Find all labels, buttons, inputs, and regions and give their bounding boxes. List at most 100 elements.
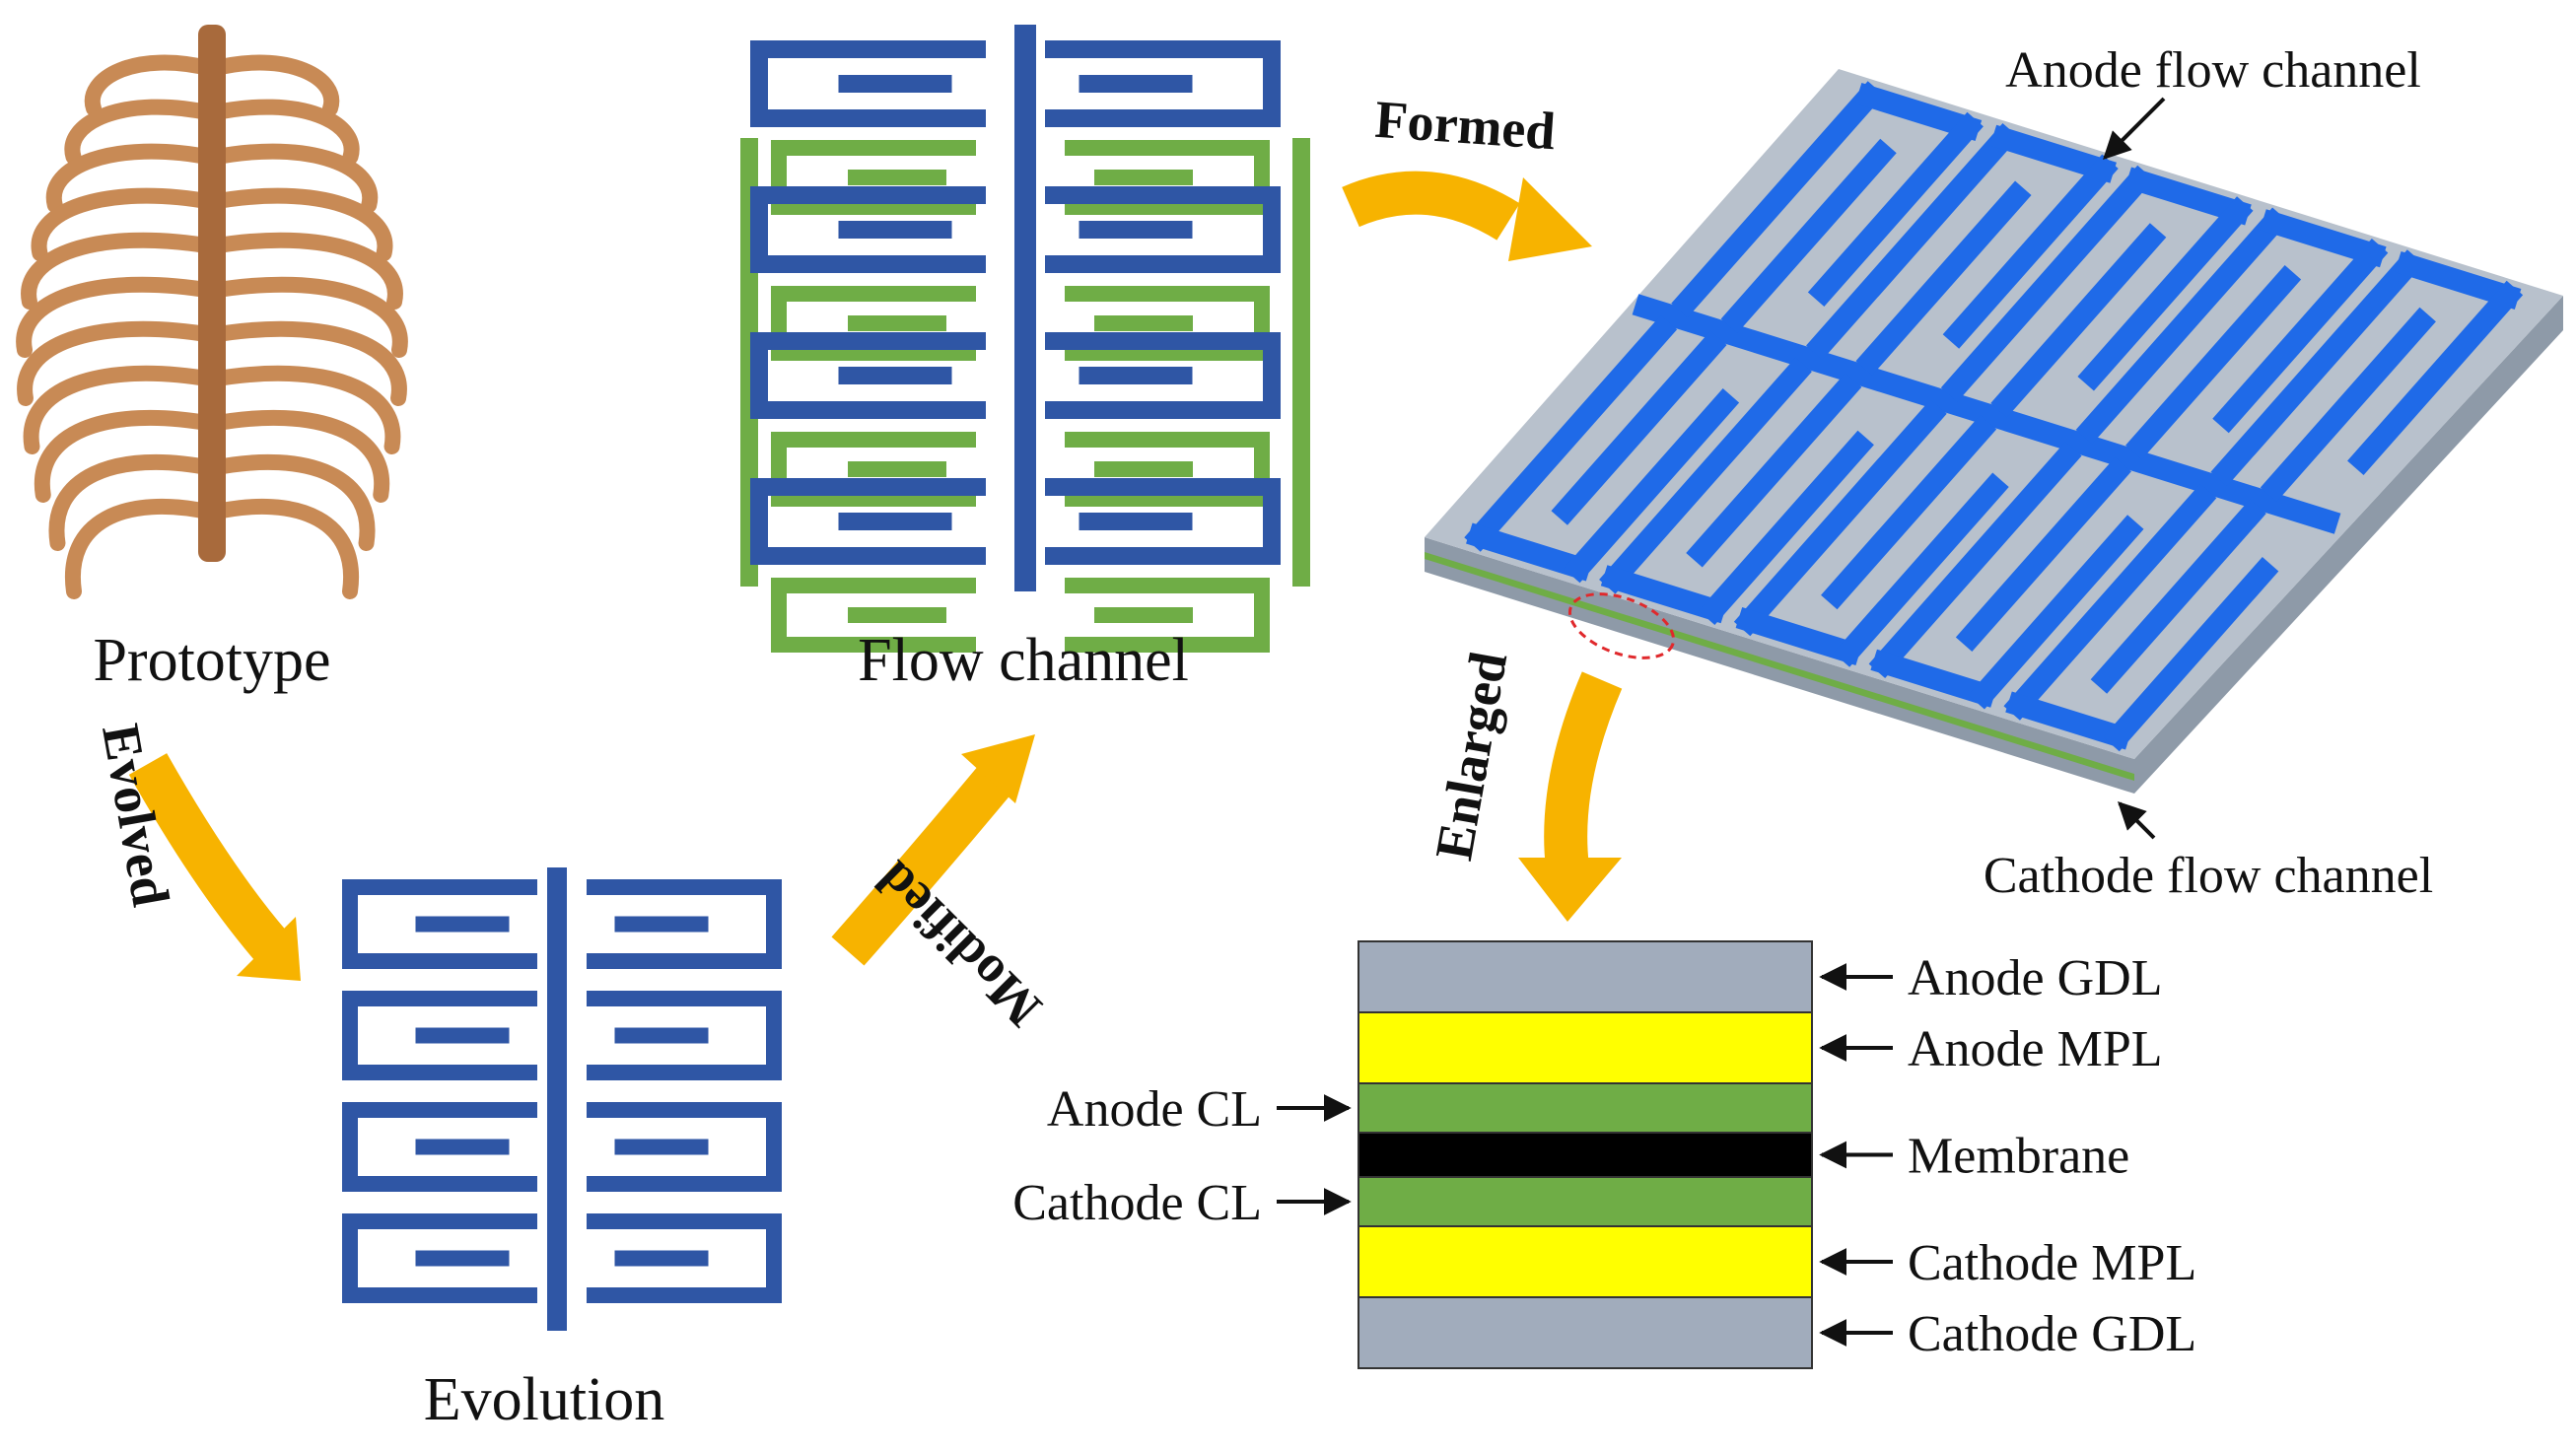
plate-hook — [1466, 522, 1593, 582]
formed-text: Formed — [1373, 90, 1558, 162]
plate-hook — [1564, 387, 1740, 584]
formed-arrow — [1342, 171, 1592, 261]
green-hook-left — [771, 286, 976, 361]
anode-callout-arrow — [2103, 97, 2166, 160]
blue-hook-right — [1045, 186, 1281, 273]
plate-hook — [1870, 649, 1997, 708]
ribcage-icon — [16, 25, 408, 599]
plate-hook — [2210, 249, 2424, 487]
rib-left — [45, 143, 220, 213]
plate-hook — [1600, 565, 1728, 624]
plate-hook — [2103, 556, 2279, 752]
plate-hook — [1855, 180, 2032, 376]
layer-label: Anode MPL — [1908, 1021, 2163, 1077]
plate-hook — [2075, 207, 2289, 445]
rib-left — [31, 187, 220, 261]
evolution-flow-field — [342, 867, 782, 1331]
rib-right — [204, 54, 340, 116]
rib-right — [204, 232, 403, 310]
layer-anode-cl — [1358, 1082, 1813, 1134]
prototype-label: Prototype — [93, 627, 330, 694]
rib-left — [48, 453, 220, 551]
green-hook-right — [1065, 286, 1270, 361]
plate-hook — [1698, 430, 1874, 626]
plate-hook — [1990, 223, 2167, 418]
layer-cathode-gdl — [1358, 1296, 1813, 1369]
evolution-label: Evolution — [424, 1366, 665, 1433]
anode-flow-channel-label: Anode flow channel — [2005, 42, 2421, 99]
layer-label: Anode GDL — [1908, 950, 2163, 1006]
modified-text: Modified — [865, 850, 1053, 1038]
cathode-callout-arrow — [2118, 801, 2156, 840]
plate-hook — [2260, 209, 2387, 268]
blue-hook-right — [1045, 478, 1281, 565]
evolved-arrow — [128, 753, 301, 981]
green-hook-right — [1065, 432, 1270, 507]
plate-side — [1425, 296, 2563, 794]
plate-hook — [1733, 399, 1947, 637]
plate-hook — [1821, 414, 1997, 610]
plate-hook — [2347, 280, 2524, 476]
plate-hook — [2260, 307, 2436, 503]
rib-right — [204, 498, 360, 599]
rib-right — [204, 99, 360, 165]
modified-arrow — [831, 734, 1035, 966]
rib-left — [16, 276, 220, 358]
evolution-hook-right — [587, 1102, 782, 1192]
rib-left — [34, 409, 220, 503]
plate-hook — [1833, 472, 2009, 667]
blue-hook-left — [750, 186, 986, 273]
plate-hook — [2005, 691, 2132, 750]
rib-right — [204, 276, 408, 358]
layer-label: Cathode CL — [1012, 1175, 1262, 1231]
green-hook-right — [1065, 578, 1270, 653]
blue-hook-left — [750, 332, 986, 419]
evolution-hook-left — [342, 1213, 537, 1303]
plate-hook — [2212, 238, 2389, 434]
plate-hook — [2395, 250, 2522, 311]
flow-channel-diagram — [740, 25, 1310, 653]
rib-right — [204, 365, 401, 454]
cathode-flow-channel-label: Cathode flow channel — [1984, 848, 2433, 904]
layer-label: Cathode GDL — [1908, 1306, 2196, 1362]
layer-label: Membrane — [1908, 1129, 2129, 1185]
plate-hook — [2125, 264, 2302, 460]
plate-hook — [2003, 483, 2217, 721]
layer-label: Cathode MPL — [1908, 1235, 2196, 1291]
rib-right — [204, 320, 407, 406]
evolution-hook-left — [342, 1102, 537, 1192]
plate-hook — [1671, 81, 1885, 318]
green-hook-left — [771, 578, 976, 653]
plate-hook — [1942, 154, 2119, 349]
layer-membrane — [1358, 1132, 1813, 1178]
layer-anode-gdl — [1358, 940, 1813, 1013]
rib-left — [64, 99, 220, 165]
evolution-hook-left — [342, 991, 537, 1080]
plate-hook — [1464, 314, 1678, 552]
layer-cathode-cl — [1358, 1176, 1813, 1227]
fuel-cell-plate-3d-icon — [1425, 69, 2563, 794]
blue-hook-right — [1045, 332, 1281, 419]
blue-hook-left — [750, 478, 986, 565]
flow-channel-label: Flow channel — [858, 627, 1189, 694]
spine — [198, 25, 226, 562]
plate-hook — [1868, 441, 2082, 679]
plate-hook — [1806, 122, 2019, 361]
plate-hook — [1599, 357, 1812, 594]
layer-anode-mpl — [1358, 1011, 1813, 1084]
plate-hook — [1989, 124, 2117, 183]
green-hook-left — [771, 432, 976, 507]
rib-right — [204, 453, 376, 551]
plate-spine — [1632, 294, 2341, 534]
rib-right — [204, 187, 393, 261]
blue-hook-right — [1045, 40, 1281, 127]
rib-right — [204, 143, 379, 213]
plate-hook — [1551, 330, 1727, 525]
rib-left — [64, 498, 220, 599]
plate-hook — [1940, 165, 2154, 402]
plate-green-layer — [1425, 552, 2134, 781]
green-hook-left — [771, 140, 976, 215]
plate-hook — [1955, 456, 2131, 653]
